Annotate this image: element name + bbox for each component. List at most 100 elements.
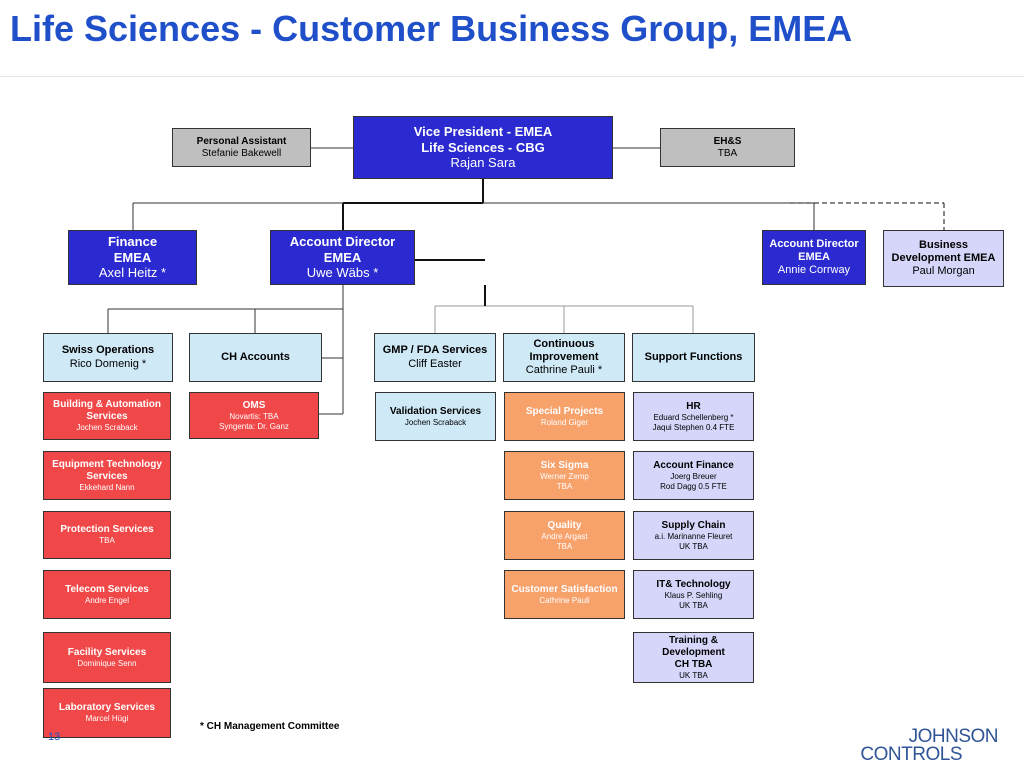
box-title: EMEA <box>113 249 152 265</box>
box-title: Account Director <box>289 234 396 250</box>
box-title: Validation Services <box>389 405 482 417</box>
box-title: Personal Assistant <box>196 135 287 147</box>
box-person: Novartis: TBA <box>229 411 279 421</box>
box-title: EMEA <box>323 249 362 265</box>
box-title: Quality <box>547 519 582 531</box>
box-customer-satisfaction: Customer Satisfaction Cathrine Pauli <box>504 570 625 619</box>
box-title: EMEA <box>798 250 830 263</box>
logo-text-top: JOHNSON <box>908 726 999 747</box>
box-person: Cliff Easter <box>408 357 462 370</box>
box-person: Paul Morgan <box>912 265 975 278</box>
logo-text-bottom: CONTROLS <box>860 744 962 765</box>
box-title: Development <box>662 646 725 658</box>
box-continuous-improvement: Continuous Improvement Cathrine Pauli * <box>503 333 625 382</box>
box-person: Jochen Scraback <box>404 417 467 427</box>
box-protection-services: Protection Services TBA <box>43 511 171 559</box>
box-business-development: Business Development EMEA Paul Morgan <box>883 230 1004 287</box>
page-number: 13 <box>48 731 61 743</box>
box-person: Syngenta: Dr. Ganz <box>219 421 289 431</box>
box-title: Six Sigma <box>540 459 589 471</box>
box-person: Jochen Scraback <box>76 423 138 433</box>
box-person: UK TBA <box>679 600 708 610</box>
box-title: Support Functions <box>644 350 743 363</box>
box-person: Annie Corrway <box>777 264 851 277</box>
box-oms: OMS Novartis: TBA Syngenta: Dr. Ganz <box>189 392 319 439</box>
box-person: Eduard Schellenberg * <box>653 412 734 422</box>
box-special-projects: Special Projects Roland Giger <box>504 392 625 441</box>
box-person: TBA <box>99 536 115 546</box>
box-person: a.i. Marinanne Fleuret <box>654 531 733 541</box>
box-swiss-operations: Swiss Operations Rico Domenig * <box>43 333 173 382</box>
box-facility-services: Facility Services Dominique Senn <box>43 632 171 683</box>
box-telecom-services: Telecom Services Andre Engel <box>43 570 171 619</box>
box-person: Joerg Breuer <box>670 471 717 481</box>
box-validation-services: Validation Services Jochen Scraback <box>375 392 496 441</box>
box-laboratory-services: Laboratory Services Marcel Hügi <box>43 688 171 738</box>
box-title: CH TBA <box>674 658 713 670</box>
box-title: GMP / FDA Services <box>382 344 488 357</box>
box-six-sigma: Six Sigma Werner Zemp TBA <box>504 451 625 500</box>
box-title: Special Projects <box>525 405 604 417</box>
title-divider <box>0 76 1024 77</box>
box-person: Marcel Hügi <box>85 714 129 724</box>
box-title: Building & Automation <box>53 399 161 411</box>
box-gmp-fda: GMP / FDA Services Cliff Easter <box>374 333 496 382</box>
box-person: TBA <box>717 147 738 159</box>
box-supply-chain: Supply Chain a.i. Marinanne Fleuret UK T… <box>633 511 754 560</box>
box-person: Cathrine Pauli <box>539 595 590 605</box>
johnson-controls-logo: JOHNSON CONTROLS <box>860 726 1012 766</box>
box-title: EH&S <box>713 135 742 147</box>
box-equipment-technology: Equipment Technology Services Ekkehard N… <box>43 451 171 500</box>
box-person: Axel Heitz * <box>98 265 167 281</box>
box-person: Jaqui Stephen 0.4 FTE <box>652 422 735 432</box>
box-person: Uwe Wäbs * <box>306 265 379 281</box>
box-person: Rico Domenig * <box>69 357 147 370</box>
box-person: Klaus P. Sehling <box>664 590 723 600</box>
box-vice-president: Vice President - EMEA Life Sciences - CB… <box>353 116 613 179</box>
box-account-director-annie: Account Director EMEA Annie Corrway <box>762 230 866 285</box>
box-person: Rajan Sara <box>450 155 516 171</box>
box-person: Rod Dagg 0.5 FTE <box>660 481 727 491</box>
box-title: Services <box>86 411 128 423</box>
box-title: Business <box>919 238 968 251</box>
box-quality: Quality Andre Argast TBA <box>504 511 625 560</box>
box-title: Finance <box>107 234 158 250</box>
box-title: CH Accounts <box>221 350 290 363</box>
box-ehs: EH&S TBA <box>660 128 795 167</box>
box-title: Training & <box>669 634 718 646</box>
box-finance-emea: Finance EMEA Axel Heitz * <box>68 230 197 285</box>
box-person: Andre Engel <box>84 595 130 605</box>
box-personal-assistant: Personal Assistant Stefanie Bakewell <box>172 128 311 167</box>
box-title: Account Director <box>769 237 859 250</box>
box-title: HR <box>686 400 701 412</box>
box-person: TBA <box>556 481 573 491</box>
box-it-technology: IT& Technology Klaus P. Sehling UK TBA <box>633 570 754 619</box>
box-title: Life Sciences - CBG <box>421 139 545 155</box>
box-title: Improvement <box>529 350 599 363</box>
box-title: Swiss Operations <box>61 344 155 357</box>
footnote: * CH Management Committee <box>200 721 340 732</box>
box-person: Cathrine Pauli * <box>525 364 603 377</box>
box-title: Services <box>86 470 128 482</box>
box-person: Dominique Senn <box>77 658 137 668</box>
box-title: Laboratory Services <box>58 702 156 714</box>
box-building-automation: Building & Automation Services Jochen Sc… <box>43 392 171 440</box>
box-title: Customer Satisfaction <box>511 583 618 595</box>
box-title: Telecom Services <box>65 583 149 595</box>
box-person: UK TBA <box>679 670 708 680</box>
box-title: Continuous <box>533 337 595 350</box>
box-training-development: Training & Development CH TBA UK TBA <box>633 632 754 683</box>
box-person: UK TBA <box>679 541 708 551</box>
box-title: Account Finance <box>653 459 734 471</box>
box-title: OMS <box>242 399 266 411</box>
box-person: Andre Argast <box>541 531 588 541</box>
box-title: Facility Services <box>67 646 147 658</box>
box-person: Werner Zemp <box>540 471 589 481</box>
box-person: Roland Giger <box>540 417 589 427</box>
box-person: Ekkehard Nann <box>79 482 135 492</box>
box-person: Stefanie Bakewell <box>201 147 282 159</box>
box-title: Vice President - EMEA <box>413 124 553 140</box>
box-person: TBA <box>556 541 573 551</box>
box-title: IT& Technology <box>656 578 731 590</box>
